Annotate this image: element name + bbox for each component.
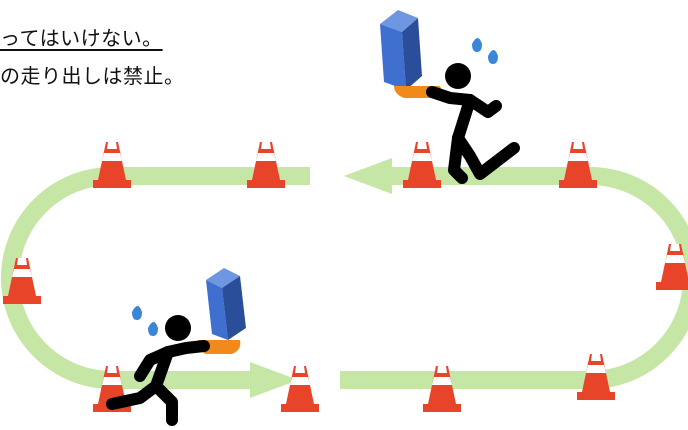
sweat-drop-icon <box>132 306 142 320</box>
traffic-cone-icon <box>559 142 597 188</box>
runner-head <box>445 63 471 89</box>
runner-icon <box>426 86 520 184</box>
box-icon <box>206 268 246 340</box>
track-right-loop <box>340 167 688 389</box>
rule-text-line-2: の走り出しは禁止。 <box>0 64 185 88</box>
arrow-icon <box>250 362 298 398</box>
sweat-drop-icon <box>472 38 482 52</box>
runner-head <box>165 315 191 341</box>
traffic-cone-icon <box>281 366 319 412</box>
runner-icon <box>106 340 210 426</box>
runner-bottom <box>106 268 246 426</box>
rule-text-line-1: ってはいけない。 <box>0 26 163 50</box>
sweat-drop-icon <box>148 322 158 336</box>
track-top <box>1 158 688 398</box>
arrow-icon <box>344 158 392 194</box>
traffic-cone-icon <box>247 142 285 188</box>
traffic-cone-icon <box>93 142 131 188</box>
traffic-cone-icon <box>403 142 441 188</box>
track-left-loop <box>1 167 310 389</box>
runner-top <box>380 10 520 184</box>
sweat-drop-icon <box>488 50 498 64</box>
box-icon <box>380 10 422 90</box>
